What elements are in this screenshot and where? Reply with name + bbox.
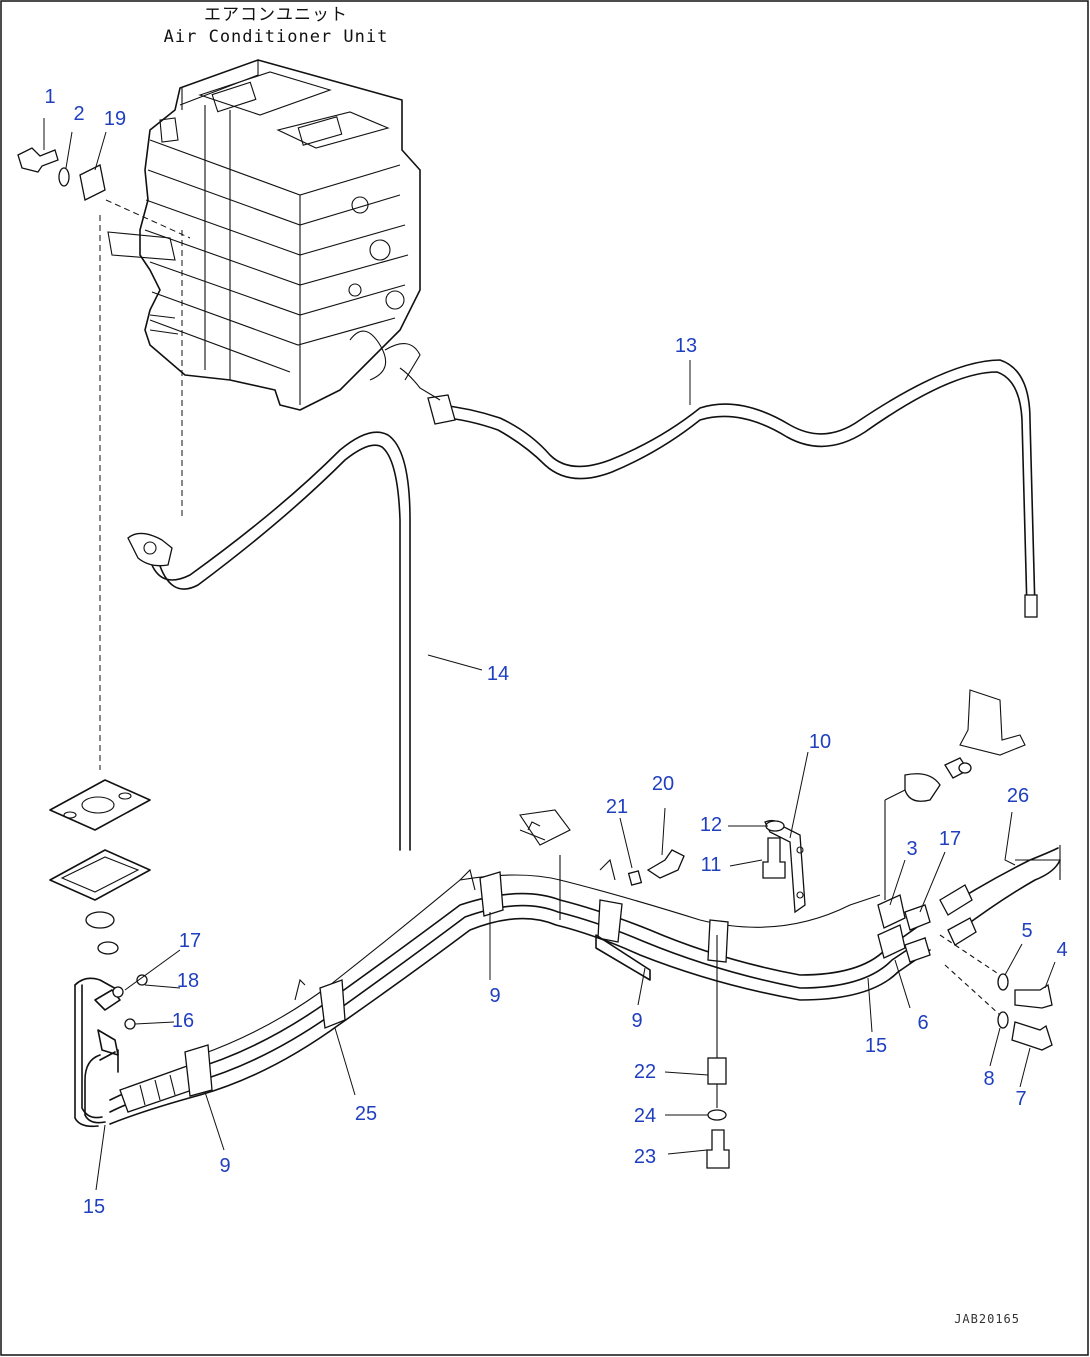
hose-13: [399, 359, 1038, 618]
callout-10: 10: [809, 731, 831, 753]
callout-20: 20: [652, 773, 674, 795]
callout-3: 3: [906, 838, 917, 860]
callout-5: 5: [1021, 920, 1032, 942]
callout-9-center: 9: [489, 985, 500, 1007]
hose-26: [939, 845, 1061, 946]
callout-25: 25: [355, 1103, 377, 1125]
mount-plates: [49, 779, 151, 955]
drawing-code: JAB20165: [954, 1312, 1020, 1326]
callouts: 1 2 19 13 14 10 20 21 12 11 26 3 17 5 4 …: [44, 86, 1067, 1218]
callout-7: 7: [1015, 1088, 1026, 1110]
callout-15-left: 15: [83, 1196, 105, 1218]
callout-14: 14: [487, 663, 509, 685]
callout-19: 19: [104, 108, 126, 130]
bracket-right-upper: [944, 689, 1026, 779]
unit-label-japanese: エアコンユニット: [204, 5, 348, 25]
callout-23: 23: [634, 1146, 656, 1168]
callout-13: 13: [675, 335, 697, 357]
callout-12: 12: [700, 814, 722, 836]
leader-lines: [43, 118, 1056, 1191]
callout-17-left: 17: [179, 930, 201, 952]
hose-assembly-main: [74, 773, 941, 1128]
callout-17-right: 17: [939, 828, 961, 850]
callout-16: 16: [172, 1010, 194, 1032]
callout-8: 8: [983, 1068, 994, 1090]
callout-9-right: 9: [631, 1010, 642, 1032]
unit-label-english: Air Conditioner Unit: [164, 27, 389, 47]
small-hardware: [17, 147, 1053, 1169]
callout-4: 4: [1056, 939, 1067, 961]
callout-1: 1: [44, 86, 55, 108]
callout-11: 11: [701, 854, 722, 876]
callout-15-right: 15: [865, 1035, 887, 1057]
guide-line-bracket: [105, 199, 191, 239]
callout-2: 2: [73, 103, 84, 125]
callout-24: 24: [634, 1105, 656, 1127]
callout-18: 18: [177, 970, 199, 992]
callout-6: 6: [917, 1012, 928, 1034]
callout-22: 22: [634, 1061, 656, 1083]
callout-26: 26: [1007, 785, 1029, 807]
hose-14: [127, 431, 411, 851]
air-conditioner-unit: [107, 59, 421, 411]
callout-21: 21: [606, 796, 628, 818]
callout-9-left: 9: [219, 1155, 230, 1177]
